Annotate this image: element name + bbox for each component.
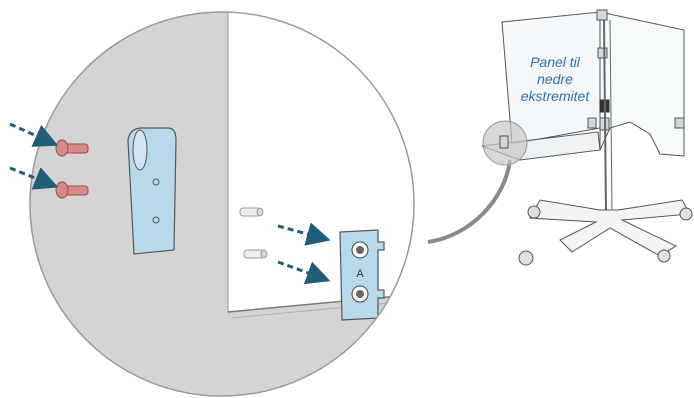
panel-front bbox=[599, 11, 685, 157]
connector-line bbox=[427, 159, 512, 244]
panel-stud-top bbox=[239, 207, 264, 217]
zoom-circle-border bbox=[29, 11, 415, 397]
arrow-bracket-top bbox=[277, 222, 331, 246]
screw-top bbox=[55, 139, 89, 157]
panel-edge bbox=[227, 12, 414, 313]
arrow-screw-top bbox=[9, 122, 59, 147]
hinge-bracket-left bbox=[127, 127, 177, 255]
screw-bottom bbox=[55, 181, 89, 199]
callout-line-2: nedre bbox=[537, 71, 573, 87]
arrow-bracket-bottom bbox=[277, 260, 331, 285]
zoom-detail bbox=[30, 12, 414, 396]
mount-bracket-right bbox=[339, 229, 385, 321]
panel-stud-bottom bbox=[243, 249, 268, 259]
panel-callout-label: Panel til nedre ekstremitet bbox=[500, 54, 610, 105]
bracket-label: A bbox=[356, 268, 364, 280]
callout-line-3: ekstremitet bbox=[520, 88, 590, 104]
cart-base bbox=[529, 199, 691, 257]
cart-assembly bbox=[481, 9, 693, 266]
arrow-screw-bottom bbox=[9, 166, 59, 190]
callout-line-1: Panel til bbox=[530, 54, 580, 70]
